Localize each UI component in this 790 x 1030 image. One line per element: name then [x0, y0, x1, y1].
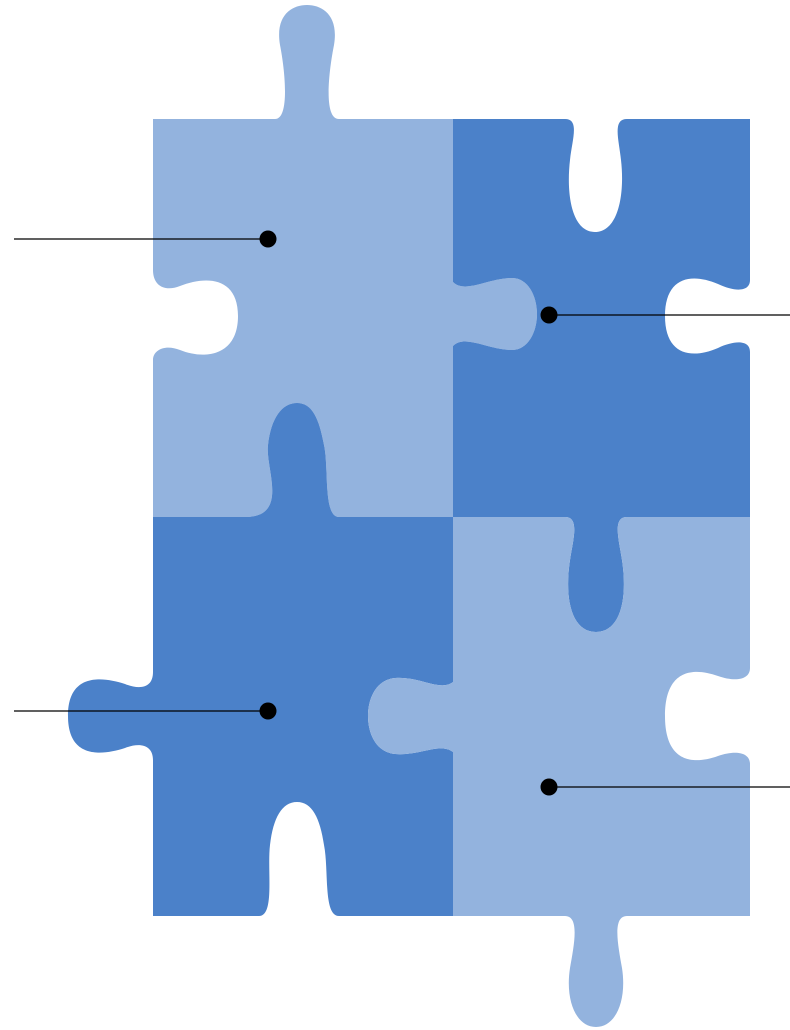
puzzle-piece-bottom-right: [368, 517, 750, 1027]
callout-bottom-right: [540, 778, 790, 796]
callout-dot-bottom-left: [259, 702, 277, 720]
callout-dot-top-right: [540, 306, 558, 324]
puzzle-piece-top-right: [453, 119, 750, 632]
puzzle-piece-bottom-left: [68, 403, 453, 916]
callout-dot-top-left: [259, 230, 277, 248]
callout-top-left: [14, 230, 277, 248]
callout-dot-bottom-right: [540, 778, 558, 796]
callout-top-right: [540, 306, 790, 324]
puzzle-piece-top-left: [153, 5, 537, 517]
callout-bottom-left: [14, 702, 277, 720]
